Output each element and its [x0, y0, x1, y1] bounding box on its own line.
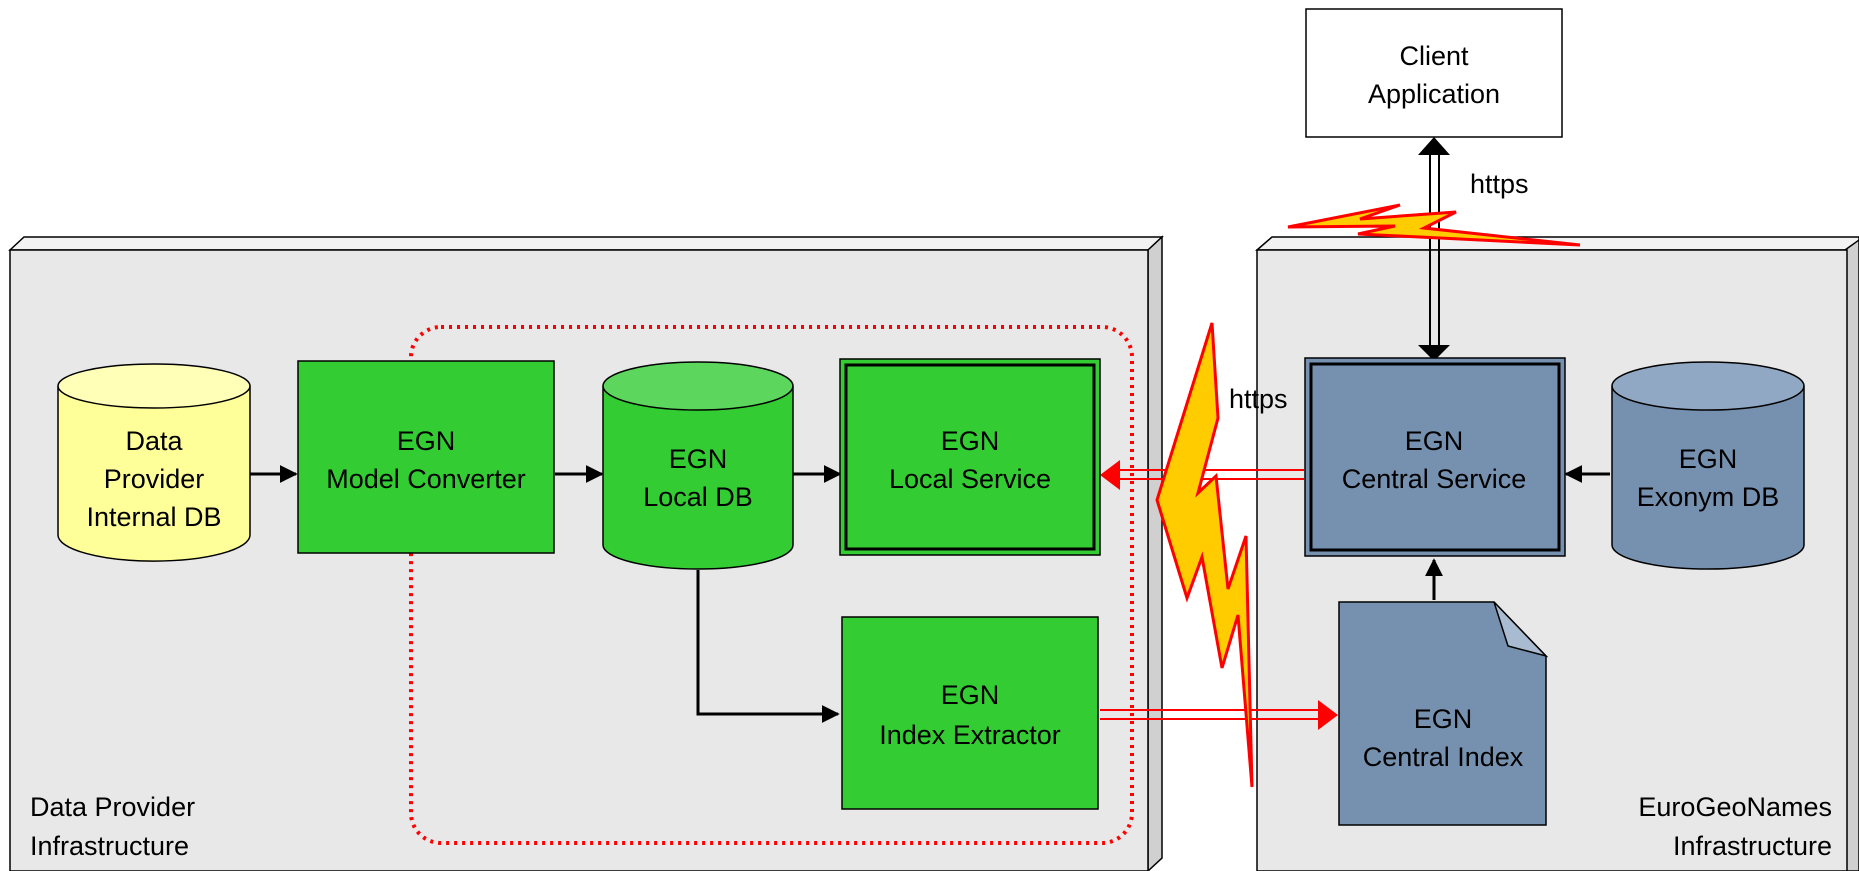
egn-exonym-db: EGN Exonym DB [1611, 361, 1805, 570]
egn-local-db: EGN Local DB [602, 361, 794, 570]
local-db-label-line1: EGN [669, 444, 728, 474]
internal-db-label-line2: Provider [104, 464, 205, 494]
internal-db-label-line3: Internal DB [86, 502, 221, 532]
client-application-label-line2: Application [1368, 79, 1500, 109]
egn-model-converter: EGN Model Converter [297, 360, 555, 554]
egn-central-index: EGN Central Index [1338, 601, 1549, 826]
lightning-bolt-client-link [1287, 203, 1581, 247]
central-service-label-line2: Central Service [1342, 464, 1527, 494]
link-extractor-index-arrowhead [1318, 700, 1338, 730]
egn-central-service: EGN Central Service [1304, 357, 1566, 557]
network-link-label: https [1229, 384, 1288, 414]
eurogeonames-zone-label-line2: Infrastructure [1673, 831, 1832, 861]
index-extractor-label-line1: EGN [941, 680, 1000, 710]
local-service-label-line2: Local Service [889, 464, 1051, 494]
egn-index-extractor: EGN Index Extractor [841, 616, 1099, 810]
data-provider-zone-label-line1: Data Provider [30, 792, 195, 822]
exonym-db-label-line1: EGN [1679, 444, 1738, 474]
link-local-central-arrowhead [1100, 460, 1120, 490]
internal-db-label-line1: Data [125, 426, 183, 456]
model-converter-label-line1: EGN [397, 426, 456, 456]
arrow-local-db-to-index-extractor [696, 570, 840, 723]
local-components-boundary [409, 325, 1134, 845]
client-application-label-line1: Client [1399, 41, 1469, 71]
central-service-label-line1: EGN [1405, 426, 1464, 456]
exonym-db-label-line2: Exonym DB [1637, 482, 1780, 512]
data-flow-arrows [250, 465, 1610, 723]
central-index-label-line2: Central Index [1363, 742, 1524, 772]
eurogeonames-zone-label-line1: EuroGeoNames [1638, 792, 1832, 822]
client-central-link [1418, 137, 1450, 361]
local-service-label-line1: EGN [941, 426, 1000, 456]
data-provider-internal-db: Data Provider Internal DB [57, 363, 251, 562]
egn-local-service: EGN Local Service [839, 358, 1101, 556]
client-application: Client Application [1305, 8, 1563, 138]
client-link-label: https [1470, 169, 1529, 199]
local-db-label-line2: Local DB [643, 482, 753, 512]
central-index-label-line1: EGN [1414, 704, 1473, 734]
data-provider-zone-label-line2: Infrastructure [30, 831, 189, 861]
lightning-bolt-network-link [1155, 322, 1254, 788]
index-extractor-label-line2: Index Extractor [879, 720, 1061, 750]
model-converter-label-line2: Model Converter [326, 464, 526, 494]
